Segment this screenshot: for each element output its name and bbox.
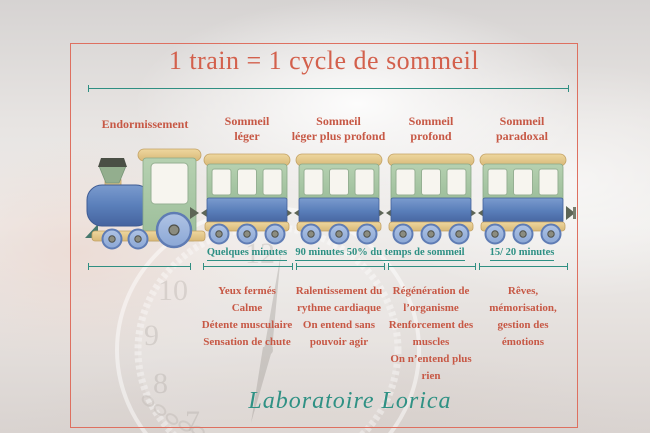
measure-sommeil-profond — [388, 263, 476, 270]
wagon-sommeil-profond — [387, 153, 475, 245]
wagon-sommeil-leger — [203, 153, 291, 245]
measure-sommeil-leger-plus-profond — [296, 263, 385, 270]
notes-sommeil-profond: Régénération de l’organisme Renforcement… — [388, 285, 474, 382]
duration-90-minutes: 90 minutes 50% du temps de sommeil — [285, 247, 475, 261]
phase-label-sommeil-leger: Sommeil léger — [224, 114, 270, 143]
measure-endormissement — [88, 263, 191, 270]
duration-15-20-minutes: 15/ 20 minutes — [472, 247, 572, 261]
cab-window — [150, 162, 189, 205]
notes-sommeil-leger-plus-profond: Ralentissement du rythme cardiaque On en… — [295, 285, 383, 348]
smokestack — [98, 165, 127, 184]
clock-hands — [251, 253, 281, 423]
clock-number-9: 9 — [144, 319, 159, 352]
page-title: 1 train = 1 cycle de sommeil — [168, 46, 480, 75]
wagon-sommeil-paradoxal — [479, 153, 567, 245]
notes-sommeil-leger: Yeux fermés Calme Détente musculaire Sen… — [201, 285, 293, 348]
boiler — [86, 184, 152, 227]
clock-number-10: 10 — [158, 274, 188, 307]
clock-number-7: 7 — [185, 405, 200, 433]
duration-quelques-minutes: Quelques minutes — [185, 247, 309, 261]
phase-label-endormissement: Endormissement — [101, 117, 189, 131]
coral-border-frame — [70, 43, 578, 428]
phase-label-sommeil-leger-plus-profond: Sommeil léger plus profond — [291, 114, 386, 143]
full-cycle-measure-line — [88, 85, 569, 92]
measure-sommeil-paradoxal — [479, 263, 568, 270]
brand-signature: Laboratoire Lorica — [248, 388, 452, 414]
pocket-watch-background-illustration: 12 10 9 8 7 — [115, 206, 421, 433]
train-illustration — [85, 148, 576, 250]
phase-label-sommeil-paradoxal: Sommeil paradoxal — [495, 114, 548, 143]
clock-number-8: 8 — [153, 367, 168, 400]
phase-label-sommeil-profond: Sommeil profond — [408, 114, 454, 143]
notes-sommeil-paradoxal: Rêves, mémorisation, gestion des émotion… — [489, 285, 557, 348]
locomotive-illustration — [85, 148, 206, 250]
wagon-sommeil-leger-plus-profond — [295, 153, 383, 245]
smokestack-cap — [98, 158, 127, 167]
measure-sommeil-leger — [203, 263, 293, 270]
